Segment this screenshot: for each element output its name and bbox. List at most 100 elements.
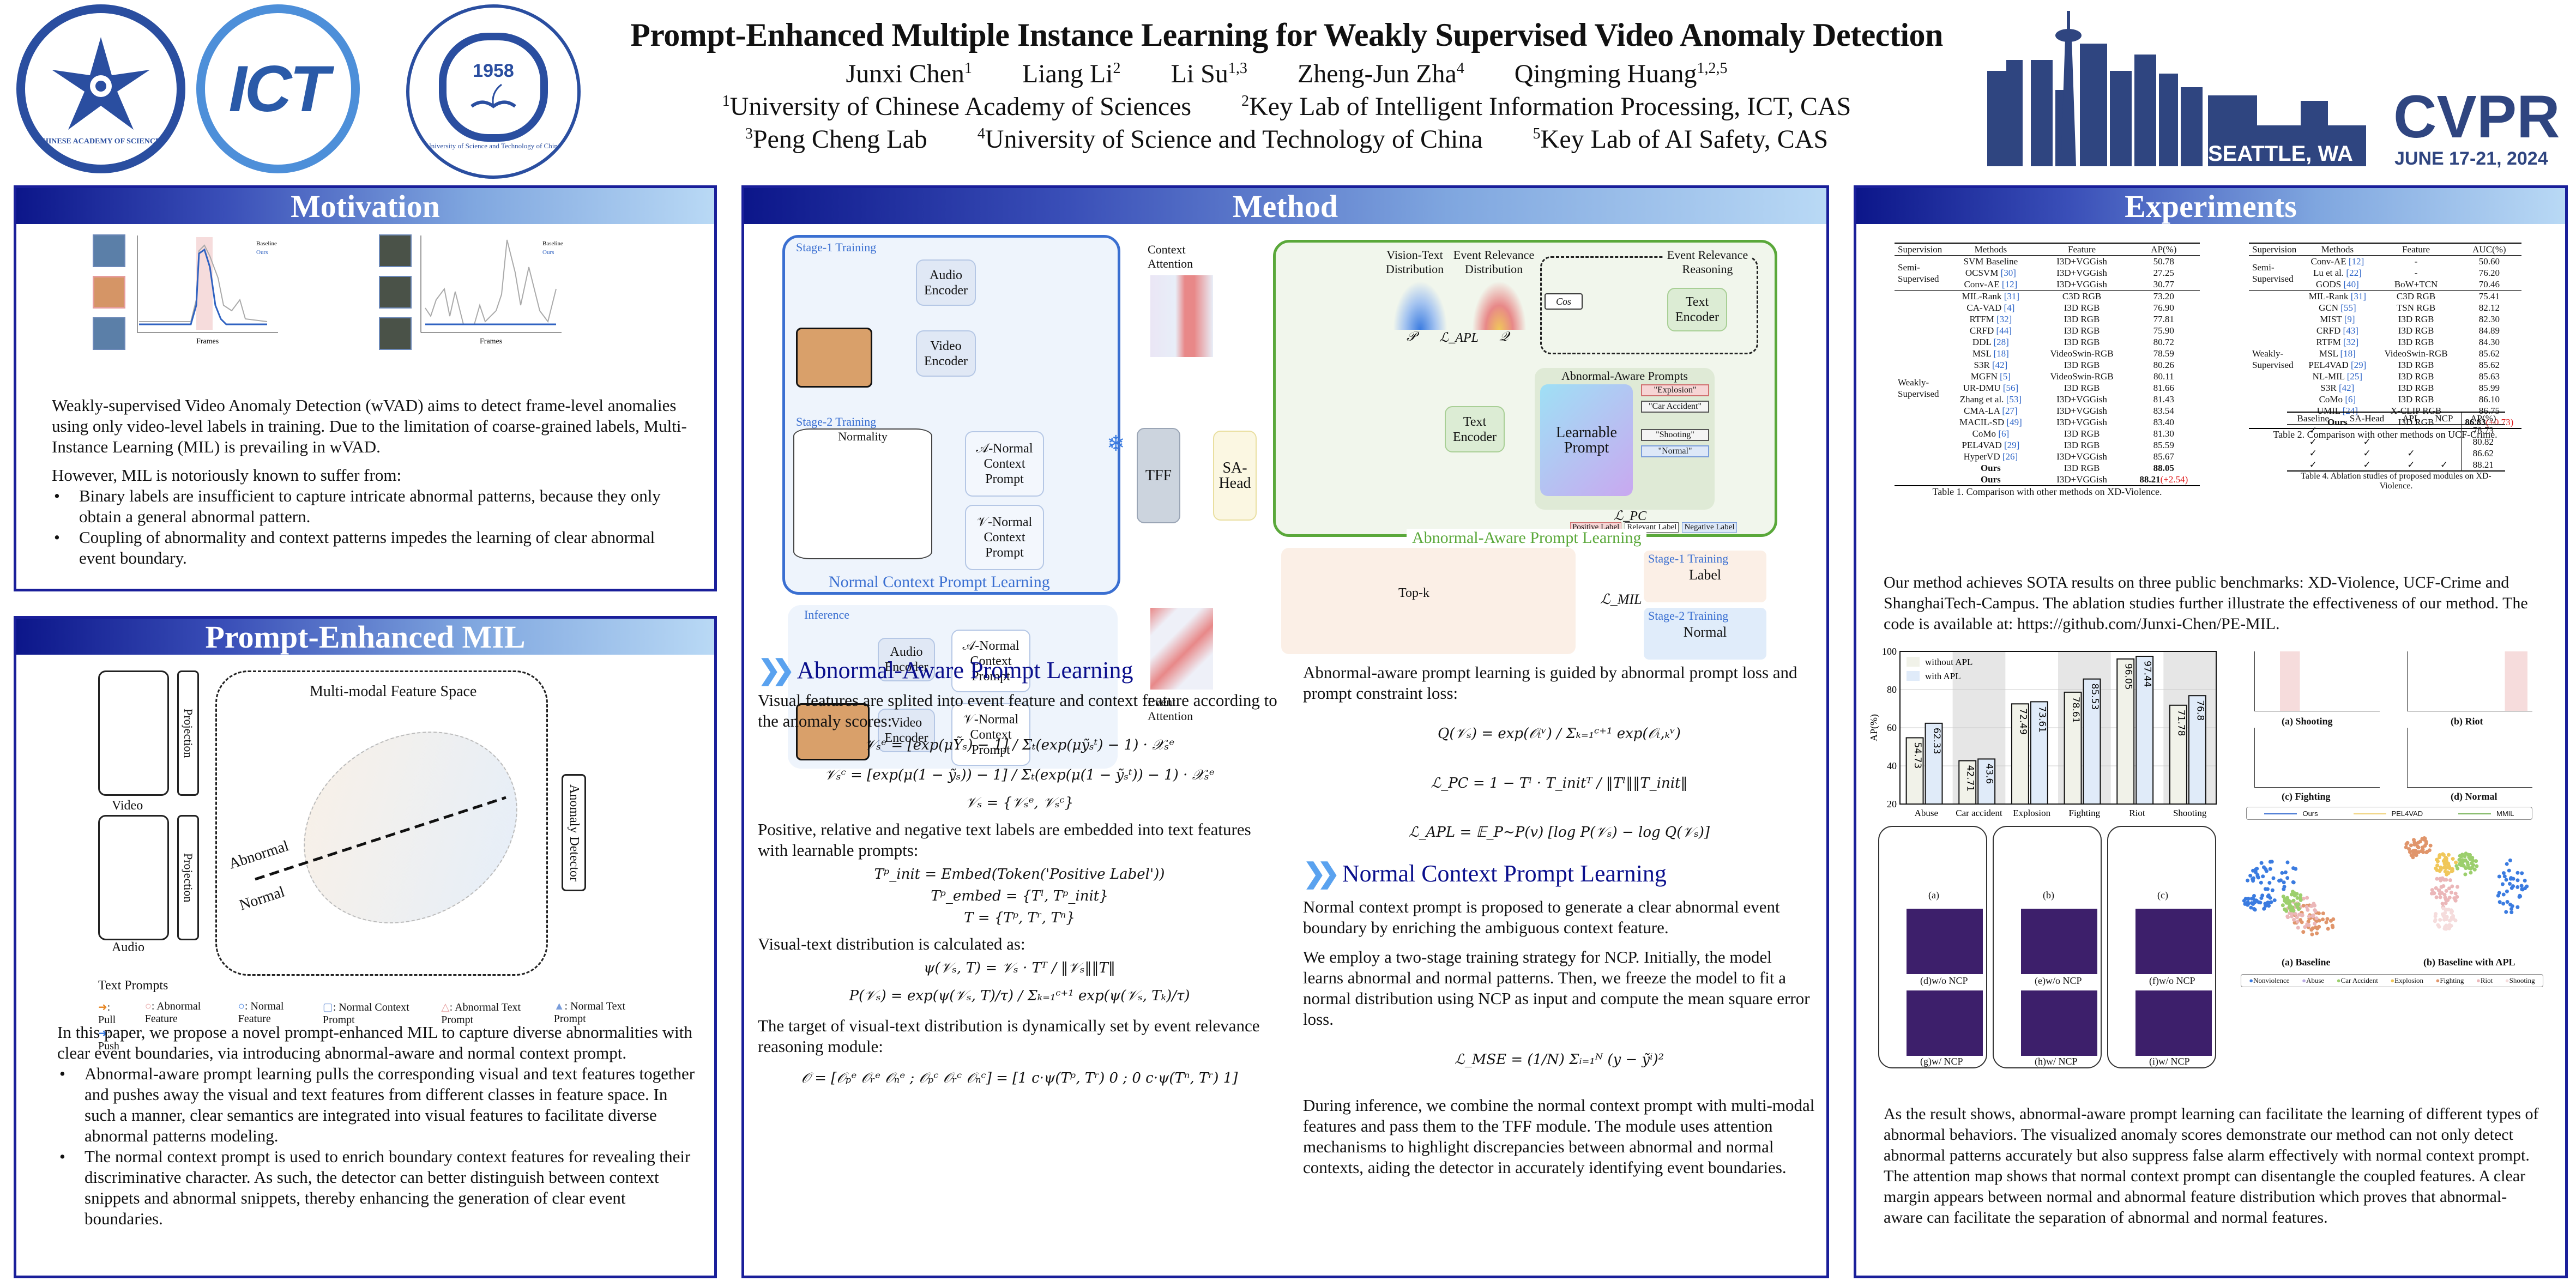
stage2-target-box: Stage-2 Training Normal: [1644, 608, 1766, 660]
tsne-point: [2435, 859, 2440, 863]
value-cell: 88.21(+2.54): [2139, 474, 2188, 485]
value-cell: 88.21: [2460, 459, 2505, 471]
apl-section: ❯❯Abnormal-Aware Prompt Learning Visual …: [758, 654, 1281, 1087]
apl-p1: Visual features are splited into event f…: [758, 691, 1277, 730]
score-plot: [2407, 728, 2532, 788]
tsne-point: [2404, 845, 2408, 849]
value-cell: 78.73: [2460, 424, 2505, 436]
x-tick-label: Shooting: [2173, 808, 2207, 818]
audio-label: Audio: [112, 940, 144, 954]
tsne-point: [2474, 859, 2478, 863]
equation-psi: ψ(𝒱ₛ, T) = 𝒱ₛ · Tᵀ / ‖𝒱ₛ‖‖T‖: [924, 960, 1115, 976]
tsne-point: [2459, 863, 2463, 867]
affiliations-line-2: 3Peng Cheng Lab 4University of Science a…: [556, 124, 2017, 154]
method-cell: S3R [42]: [1974, 360, 2008, 370]
tsne-point: [2515, 878, 2520, 883]
ncp-p3: During inference, we combine the normal …: [1303, 1096, 1815, 1177]
legend-normal-context-prompt: ▢: Normal Context Prompt: [322, 1001, 409, 1026]
supervision-cell: Semi-Supervised: [1898, 262, 1939, 284]
bar: [1977, 758, 1996, 805]
method-cell: DDL [28]: [1972, 337, 2009, 347]
value-cell: 85.62: [2478, 348, 2500, 359]
value-cell: 80.82: [2460, 436, 2505, 448]
affiliations-line-1: 1University of Chinese Academy of Scienc…: [556, 92, 2017, 122]
feature-cell: I3D RGB: [2064, 337, 2100, 347]
tsne-point: [2303, 925, 2307, 929]
tsne-point: [2412, 838, 2416, 842]
column-header: Feature: [2402, 244, 2430, 255]
pemil-bullets: Abnormal-aware prompt learning pulls the…: [57, 1064, 695, 1229]
tsne-point: [2304, 905, 2309, 909]
method-cell: NL-MIL [25]: [2312, 371, 2363, 382]
text-encoder: Text Encoder: [1445, 406, 1505, 452]
table2-caption: Table 2. Comparison with other methods o…: [2273, 429, 2497, 440]
video-frame-thumbnail: [93, 234, 125, 267]
table4-caption: Table 4. Ablation studies of proposed mo…: [2301, 472, 2491, 491]
tsne-point: [2525, 884, 2529, 889]
feature-cell: I3D+VGGish: [2056, 268, 2107, 278]
equation-l-apl: ℒ_APL = 𝔼_P∼P(v) [log P(𝒱ₛ) − log Q(𝒱ₛ)]: [1408, 824, 1710, 841]
y-axis-label: AP(%): [1868, 714, 1880, 741]
column-header: Feature: [2068, 244, 2096, 255]
tsne-point: [2508, 881, 2512, 886]
score-plot-caption: (a) Shooting: [2282, 716, 2333, 727]
video-label: Video: [112, 799, 143, 813]
attention-map: [2135, 909, 2212, 974]
tsne-legend-item: ●Fighting: [2435, 976, 2464, 984]
tsne-point: [2507, 868, 2511, 873]
tsne-point: [2290, 890, 2295, 894]
method-cell: MACIL-SD [49]: [1959, 417, 2022, 427]
cos-box: Cos: [1545, 293, 1583, 310]
motivation-figure: Anomaly Scores Frames Baseline Ours Anom…: [93, 234, 665, 357]
tsne-scatter: [2242, 836, 2529, 936]
value-cell: 80.11: [2153, 371, 2174, 382]
column-header: NCP: [2435, 413, 2453, 424]
table-row: Lu et al. [22]-76.20: [2249, 267, 2521, 279]
tsne-point: [2515, 871, 2520, 875]
tsne-point: [2255, 874, 2260, 879]
bar-data-label: 71.78: [2175, 710, 2186, 736]
bar: [2116, 658, 2135, 805]
video-encoder: Video Encoder: [878, 709, 935, 752]
tsne-point: [2290, 914, 2294, 919]
bar-data-label: 62.33: [1931, 728, 1942, 754]
legend-normal-text-prompt: ▲: Normal Text Prompt: [553, 1000, 626, 1025]
tsne-point: [2453, 898, 2458, 903]
tsne-point: [2504, 910, 2508, 914]
y-tick-label: 40: [1887, 760, 1897, 771]
tsne-point: [2451, 914, 2456, 918]
bullet-item: Coupling of abnormality and context patt…: [52, 527, 695, 569]
tsne-point: [2470, 865, 2474, 869]
value-cell: 85.99: [2478, 383, 2500, 393]
method-cell: MIST [9]: [2320, 314, 2355, 324]
tsne-point: [2267, 881, 2272, 885]
ustc-year: 1958: [473, 60, 514, 81]
value-cell: 81.30: [2153, 428, 2174, 439]
check-cell: ✓: [2407, 448, 2415, 458]
feature-cell: I3D RGB: [2064, 440, 2100, 450]
value-cell: 81.43: [2153, 394, 2174, 404]
bar-data-label: 85.53: [2089, 684, 2100, 710]
motivation-score-plot-1: Anomaly Scores Frames Baseline Ours: [137, 235, 278, 346]
tsne-point: [2459, 855, 2463, 859]
bar: [2030, 701, 2048, 805]
tsne-point: [2500, 882, 2505, 886]
tsne-point: [2317, 925, 2321, 929]
feature-cell: C3D RGB: [2396, 291, 2436, 301]
tsne-point: [2313, 908, 2317, 913]
cas-star-icon: [52, 37, 150, 130]
video-frame-thumbnail: [379, 317, 412, 350]
tsne-point: [2270, 888, 2275, 892]
check-cell: [2395, 436, 2428, 448]
tsne-point: [2252, 894, 2256, 898]
x-tick-label: Abuse: [1915, 808, 1938, 818]
tsne-point: [2246, 878, 2250, 883]
tsne-point: [2301, 930, 2306, 934]
method-cell: RTFM [32]: [2316, 337, 2359, 347]
